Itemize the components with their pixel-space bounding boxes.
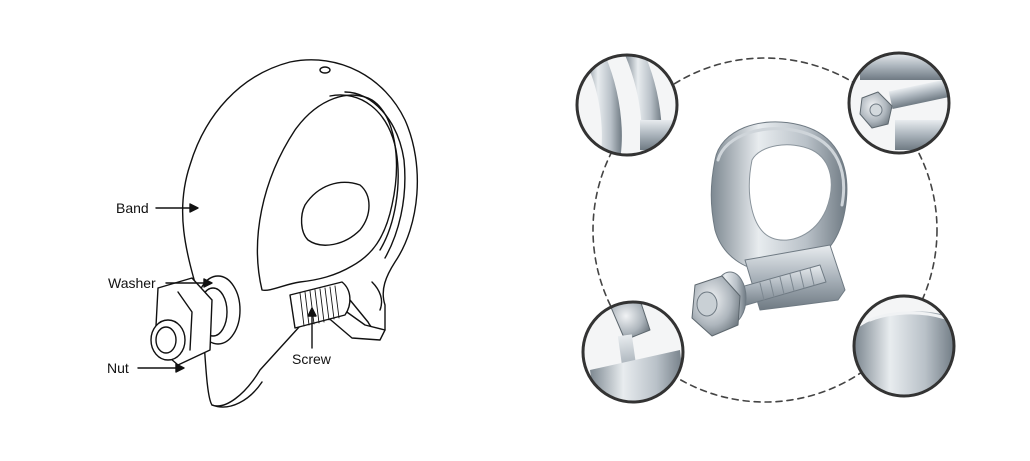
band-bottom-foot [211,381,263,408]
photo-band-rim [716,127,846,207]
label-screw: Screw [292,351,331,367]
nut-face-line [177,291,193,351]
photo-band-opening [748,144,832,241]
band-lower-right-ear [371,281,383,311]
label-nut: Nut [107,360,129,376]
label-band: Band [116,200,149,216]
inset-top-right [847,51,951,155]
arrow-band-head [189,203,199,213]
band-inner-rim-2 [344,91,406,259]
label-washer: Washer [108,275,156,291]
photo-screw-threads [759,267,815,301]
screw-threads [299,285,340,327]
arrow-screw-head [307,307,317,317]
band-back-strap [300,181,370,246]
inset-top-left [575,53,679,157]
inset-bottom-right [852,294,956,398]
band-inner-rim [329,94,399,251]
band-top-hole [319,66,331,74]
arrow-washer-head [203,278,213,288]
dashed-circle [592,57,938,403]
clamp-photo [691,121,848,337]
photo-nut-bolt [696,291,718,317]
inset-bottom-left [581,300,685,404]
nut-bolt-end-inner [155,326,177,354]
leader-arrows [137,203,317,373]
arrow-nut-head [175,363,185,373]
